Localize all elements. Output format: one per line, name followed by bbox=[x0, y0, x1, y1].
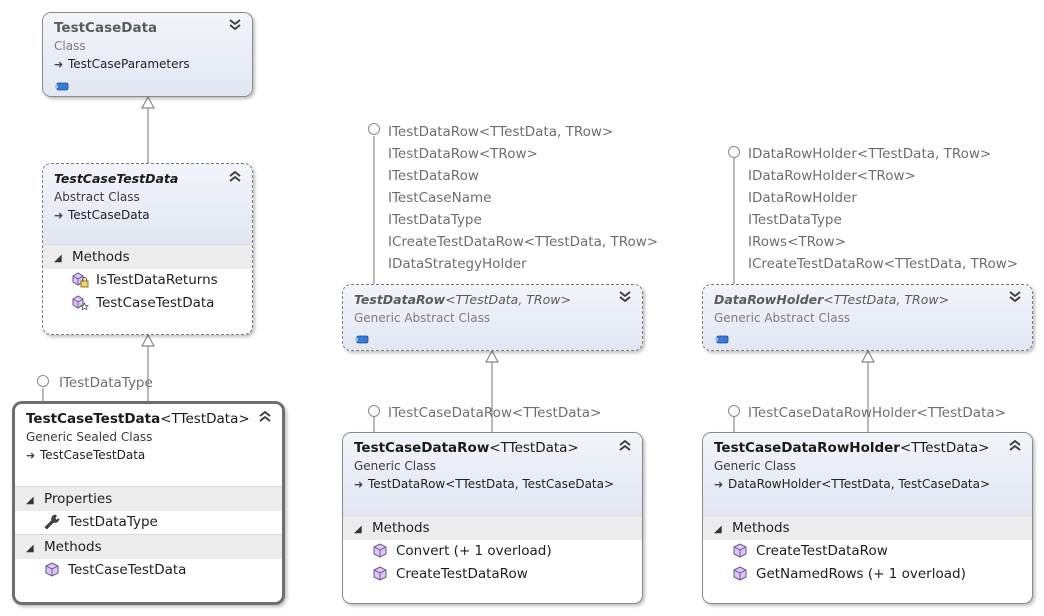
class-inheritance: ➜TestCaseData bbox=[54, 206, 241, 225]
interface-lollipop bbox=[728, 405, 740, 417]
member-row[interactable]: CreateTestDataRow bbox=[703, 540, 1032, 563]
class-kind: Class bbox=[54, 39, 86, 53]
interface-lollipop bbox=[728, 146, 740, 158]
interface-label[interactable]: IRows<TRow> bbox=[748, 234, 847, 250]
class-title[interactable]: TestCaseDataRow<TTestData> bbox=[354, 440, 579, 456]
class-testcasedatarowholder[interactable]: TestCaseDataRowHolder<TTestData> Generic… bbox=[702, 432, 1033, 604]
section-header-methods[interactable]: ◢Methods bbox=[703, 515, 1032, 540]
class-datarowholder[interactable]: DataRowHolder<TTestData, TRow> Generic A… bbox=[702, 284, 1033, 351]
inheritance-arrowhead bbox=[140, 333, 156, 347]
inheritance-arrowhead bbox=[860, 349, 876, 363]
method-cube-icon bbox=[730, 565, 756, 583]
class-kind: Generic Sealed Class bbox=[26, 430, 153, 444]
interface-list-datarowholder: IDataRowHolder<TTestData, TRow> IDataRow… bbox=[748, 143, 1018, 275]
class-kind: Generic Abstract Class bbox=[714, 311, 851, 325]
class-kind: Generic Class bbox=[714, 459, 796, 473]
class-kind: Generic Class bbox=[354, 459, 436, 473]
class-title[interactable]: TestCaseTestData bbox=[54, 171, 179, 186]
interface-label-itestdatatype[interactable]: ITestDataType bbox=[59, 375, 153, 391]
method-cube-icon bbox=[730, 542, 756, 560]
method-cube-icon bbox=[370, 542, 396, 560]
interface-label-itestcasedatarowholder[interactable]: ITestCaseDataRowHolder<TTestData> bbox=[748, 405, 1006, 421]
interface-label[interactable]: IDataRowHolder<TTestData, TRow> bbox=[748, 146, 992, 162]
section-collapse-icon: ◢ bbox=[54, 253, 62, 264]
section-collapse-icon: ◢ bbox=[26, 543, 34, 554]
expand-chevron-icon[interactable] bbox=[1007, 289, 1023, 305]
inheritance-arrowhead bbox=[140, 95, 156, 109]
inherits-arrow-icon: ➜ bbox=[54, 209, 64, 222]
member-row[interactable]: GetNamedRows (+ 1 overload) bbox=[703, 563, 1032, 586]
interface-label[interactable]: IDataStrategyHolder bbox=[388, 256, 527, 272]
interface-list-testdatarow: ITestDataRow<TTestData, TRow> ITestDataR… bbox=[388, 121, 658, 275]
section-collapse-icon: ◢ bbox=[714, 524, 722, 535]
interface-label-itestcasedatarow[interactable]: ITestCaseDataRow<TTestData> bbox=[388, 405, 602, 421]
class-title[interactable]: DataRowHolder<TTestData, TRow> bbox=[714, 292, 950, 307]
inherits-arrow-icon: ➜ bbox=[54, 58, 64, 71]
class-badge-icon bbox=[354, 329, 370, 344]
interface-label[interactable]: ICreateTestDataRow<TTestData, TRow> bbox=[748, 256, 1019, 272]
interface-label[interactable]: ITestDataRow bbox=[388, 168, 479, 184]
class-title[interactable]: TestCaseData bbox=[54, 20, 158, 36]
section-collapse-icon: ◢ bbox=[354, 524, 362, 535]
method-cube-icon bbox=[370, 565, 396, 583]
property-wrench-icon bbox=[42, 513, 68, 531]
section-header-properties[interactable]: ◢Properties bbox=[15, 486, 282, 511]
inherits-arrow-icon: ➜ bbox=[354, 478, 364, 491]
class-badge-icon bbox=[54, 76, 70, 91]
member-row[interactable]: TestCaseTestData bbox=[43, 292, 252, 315]
section-header-methods[interactable]: ◢Methods bbox=[343, 515, 642, 540]
interface-label[interactable]: ITestDataType bbox=[748, 212, 842, 228]
expand-chevron-icon[interactable] bbox=[617, 289, 633, 305]
inherits-arrow-icon: ➜ bbox=[714, 478, 724, 491]
inherits-arrow-icon: ➜ bbox=[26, 449, 36, 462]
class-inheritance: ➜TestDataRow<TTestData, TestCaseData> bbox=[354, 475, 631, 494]
interface-lollipop bbox=[368, 405, 380, 417]
class-testdatarow[interactable]: TestDataRow<TTestData, TRow> Generic Abs… bbox=[342, 284, 643, 351]
protected-method-icon bbox=[70, 271, 96, 289]
inheritance-arrowhead bbox=[484, 349, 500, 363]
class-testcasetestdata[interactable]: TestCaseTestData Abstract Class ➜TestCas… bbox=[42, 163, 253, 335]
class-kind: Abstract Class bbox=[54, 190, 140, 204]
interface-lollipop bbox=[37, 375, 49, 387]
interface-label[interactable]: ITestDataType bbox=[388, 212, 482, 228]
interface-label[interactable]: ICreateTestDataRow<TTestData, TRow> bbox=[388, 234, 659, 250]
interface-label[interactable]: ITestDataRow<TTestData, TRow> bbox=[388, 124, 614, 140]
member-row[interactable]: Convert (+ 1 overload) bbox=[343, 540, 642, 563]
class-inheritance: ➜TestCaseParameters bbox=[54, 55, 241, 74]
member-row[interactable]: CreateTestDataRow bbox=[343, 563, 642, 586]
class-title[interactable]: TestCaseDataRowHolder<TTestData> bbox=[714, 440, 990, 456]
class-badge-icon bbox=[714, 329, 730, 344]
section-collapse-icon: ◢ bbox=[26, 495, 34, 506]
class-testcasetestdata-generic[interactable]: TestCaseTestData<TTestData> Generic Seal… bbox=[12, 401, 285, 605]
class-title[interactable]: TestCaseTestData<TTestData> bbox=[26, 411, 250, 427]
class-testcasedatarow[interactable]: TestCaseDataRow<TTestData> Generic Class… bbox=[342, 432, 643, 604]
member-row[interactable]: TestCaseTestData bbox=[15, 559, 282, 582]
expand-chevron-icon[interactable] bbox=[227, 17, 243, 33]
interface-label[interactable]: ITestCaseName bbox=[388, 190, 492, 206]
collapse-chevron-icon[interactable] bbox=[1007, 437, 1023, 453]
member-row[interactable]: TestDataType bbox=[15, 511, 282, 534]
class-title[interactable]: TestDataRow<TTestData, TRow> bbox=[354, 292, 571, 307]
interface-label[interactable]: IDataRowHolder<TRow> bbox=[748, 168, 916, 184]
section-header-methods[interactable]: ◢Methods bbox=[43, 244, 252, 269]
class-testcasedata[interactable]: TestCaseData Class ➜TestCaseParameters bbox=[42, 12, 253, 97]
collapse-chevron-icon[interactable] bbox=[617, 437, 633, 453]
member-row[interactable]: IsTestDataReturns bbox=[43, 269, 252, 292]
section-header-methods[interactable]: ◢Methods bbox=[15, 534, 282, 559]
protected-constructor-icon bbox=[70, 294, 96, 312]
interface-lollipop bbox=[368, 123, 380, 135]
collapse-chevron-icon[interactable] bbox=[227, 168, 243, 184]
interface-label[interactable]: IDataRowHolder bbox=[748, 190, 857, 206]
class-inheritance: ➜TestCaseTestData bbox=[26, 446, 271, 465]
interface-label[interactable]: ITestDataRow<TRow> bbox=[388, 146, 538, 162]
class-kind: Generic Abstract Class bbox=[354, 311, 491, 325]
collapse-chevron-icon[interactable] bbox=[257, 408, 273, 424]
class-inheritance: ➜DataRowHolder<TTestData, TestCaseData> bbox=[714, 475, 1021, 494]
method-cube-icon bbox=[42, 561, 68, 579]
